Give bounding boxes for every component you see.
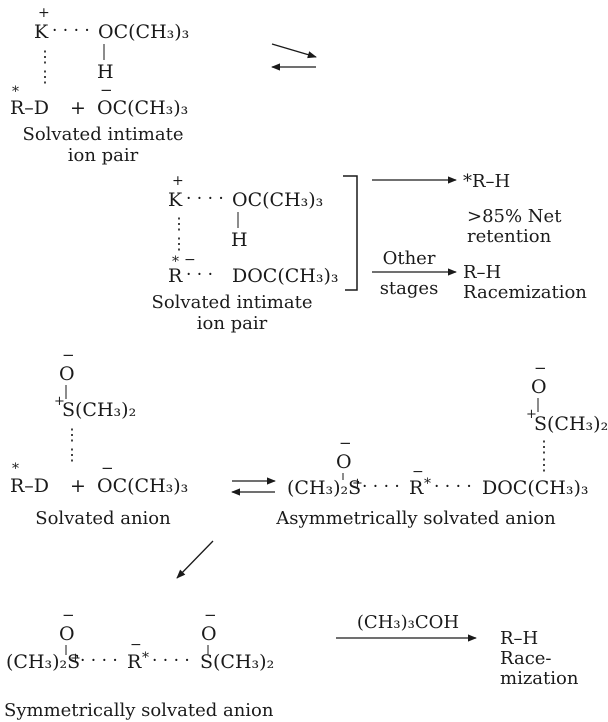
asym-deuterated-tbutanol: DOC(CH₃)₃ bbox=[482, 477, 589, 499]
asym-dots-1: · · · · bbox=[362, 477, 400, 497]
k2-charge-plus: + bbox=[172, 173, 184, 189]
sulfonium-plus-right: + bbox=[526, 407, 537, 422]
vertical-dots-8: ⋮ bbox=[536, 455, 552, 474]
sym-dmso-right: S(CH₃)₂ bbox=[200, 651, 274, 673]
dmso-oxygen-left: O bbox=[59, 363, 75, 385]
caption-asymmetric: Asymmetrically solvated anion bbox=[275, 508, 556, 529]
retention-line1: >85% Net bbox=[467, 206, 562, 227]
vertical-dots-7: ⋮ bbox=[536, 437, 552, 456]
substrate-rd: R–D bbox=[10, 97, 49, 119]
dmso-o-charge-mid: − bbox=[339, 434, 352, 452]
vertical-dots-3: ⋮ bbox=[171, 214, 187, 233]
retention-line2: retention bbox=[467, 226, 552, 247]
vertical-dots-2: ⋮ bbox=[37, 67, 53, 86]
sym-oxygen-right: O bbox=[201, 623, 217, 645]
caption-1-line1: Solvated intimate bbox=[23, 124, 184, 145]
tbutanol-solvent-2: OC(CH₃)₃ bbox=[232, 189, 323, 211]
sym-carbanion: R bbox=[127, 651, 142, 673]
section-2-ion-pair-products: + K · · · · OC(CH₃)₃ H ⋮ ⋮ * − R · · · D… bbox=[152, 171, 588, 334]
chiral-star: * bbox=[12, 84, 19, 100]
sym-o-charge-left: − bbox=[62, 606, 75, 624]
hydroxyl-proton-2: H bbox=[231, 229, 248, 251]
dmso-oxygen-mid: O bbox=[336, 451, 352, 473]
alkoxide-charge-2: − bbox=[101, 459, 114, 477]
caption-2-line1: Solvated intimate bbox=[152, 292, 313, 313]
k-dotted-bond: · · · · bbox=[52, 21, 90, 41]
tbutoxide: OC(CH₃)₃ bbox=[97, 97, 188, 119]
caption-1-line2: ion pair bbox=[68, 145, 139, 166]
plus-operator-2: + bbox=[70, 475, 86, 497]
reagent-label: (CH₃)₃COH bbox=[357, 612, 459, 633]
alkoxide-charge: − bbox=[100, 81, 113, 99]
product-racemization: R–H bbox=[463, 262, 501, 283]
diagonal-arrow bbox=[176, 540, 214, 579]
asym-r-charge: − bbox=[412, 464, 424, 480]
sym-dmso-left: (CH₃)₂S bbox=[6, 651, 80, 673]
sulfonium-right: S(CH₃)₂ bbox=[534, 413, 608, 435]
dmso-o-charge-left: − bbox=[62, 346, 75, 364]
k2-cation: K bbox=[168, 189, 183, 211]
vertical-dots-1: ⋮ bbox=[37, 47, 53, 66]
final-product: R–H bbox=[500, 628, 538, 649]
chiral-star-2: * bbox=[172, 254, 179, 270]
section-1-ion-pair-equilibrium: + K · · · · OC(CH₃)₃ H ⋮ ⋮ * R–D + − OC(… bbox=[10, 5, 317, 166]
deuterated-tbutanol: DOC(CH₃)₃ bbox=[232, 265, 339, 287]
sym-s-plus: + bbox=[70, 651, 81, 666]
sym-dots-2: · · · · bbox=[152, 651, 190, 671]
product-retention: *R–H bbox=[463, 171, 510, 192]
substrate-rd-2: R–D bbox=[10, 475, 49, 497]
carbanion-dotted: · · · bbox=[186, 265, 213, 285]
sym-star: * bbox=[142, 650, 149, 666]
final-label-line1: Race- bbox=[500, 648, 552, 669]
chiral-star-3: * bbox=[12, 461, 19, 477]
asym-star: * bbox=[424, 476, 431, 492]
vertical-dots-6: ⋮ bbox=[64, 445, 80, 464]
plus-operator: + bbox=[70, 97, 86, 119]
sym-oxygen-left: O bbox=[59, 623, 75, 645]
vertical-dots-5: ⋮ bbox=[64, 425, 80, 444]
arrow-label-other: Other bbox=[383, 248, 436, 269]
sym-o-charge-right: − bbox=[204, 606, 217, 624]
arrow-label-stages: stages bbox=[380, 278, 439, 299]
caption-symmetric: Symmetrically solvated anion bbox=[4, 700, 274, 721]
k-charge-plus: + bbox=[38, 5, 50, 21]
final-label-line2: mization bbox=[500, 668, 579, 689]
asym-dots-2: · · · · bbox=[434, 477, 472, 497]
caption-2-line2: ion pair bbox=[197, 313, 268, 334]
vertical-dots-4: ⋮ bbox=[171, 234, 187, 253]
racemization-label: Racemization bbox=[463, 282, 587, 303]
carbanion-r: R bbox=[168, 265, 183, 287]
asym-s-plus: + bbox=[352, 476, 363, 491]
eq-arrow-forward bbox=[271, 43, 317, 59]
tbutoxide-2: OC(CH₃)₃ bbox=[97, 475, 188, 497]
k2-dotted-bond: · · · · bbox=[186, 189, 224, 209]
asym-carbanion: R bbox=[409, 477, 424, 499]
sulfonium-left: S(CH₃)₂ bbox=[62, 399, 136, 421]
ion-pair-bracket bbox=[343, 175, 358, 291]
sym-r-charge: − bbox=[130, 637, 142, 653]
sulfonium-plus-left: + bbox=[54, 394, 65, 409]
sym-dots-1: · · · · bbox=[80, 651, 118, 671]
section-3-dmso-solvation: − O + S(CH₃)₂ ⋮ ⋮ * R–D + − OC(CH₃)₃ Sol… bbox=[10, 346, 608, 579]
section-4-symmetric-solvation: − O (CH₃)₂S + · · · · − R * · · · · − O … bbox=[4, 606, 579, 721]
carbanion-charge: − bbox=[184, 252, 196, 268]
dmso-o-charge-right: − bbox=[534, 359, 547, 377]
tbutanol-solvent: OC(CH₃)₃ bbox=[98, 21, 189, 43]
asym-dmso-left: (CH₃)₂S bbox=[287, 477, 361, 499]
caption-solvated-anion: Solvated anion bbox=[35, 508, 171, 529]
k-cation: K bbox=[34, 21, 49, 43]
hydroxyl-proton: H bbox=[97, 61, 114, 83]
dmso-oxygen-right: O bbox=[531, 376, 547, 398]
